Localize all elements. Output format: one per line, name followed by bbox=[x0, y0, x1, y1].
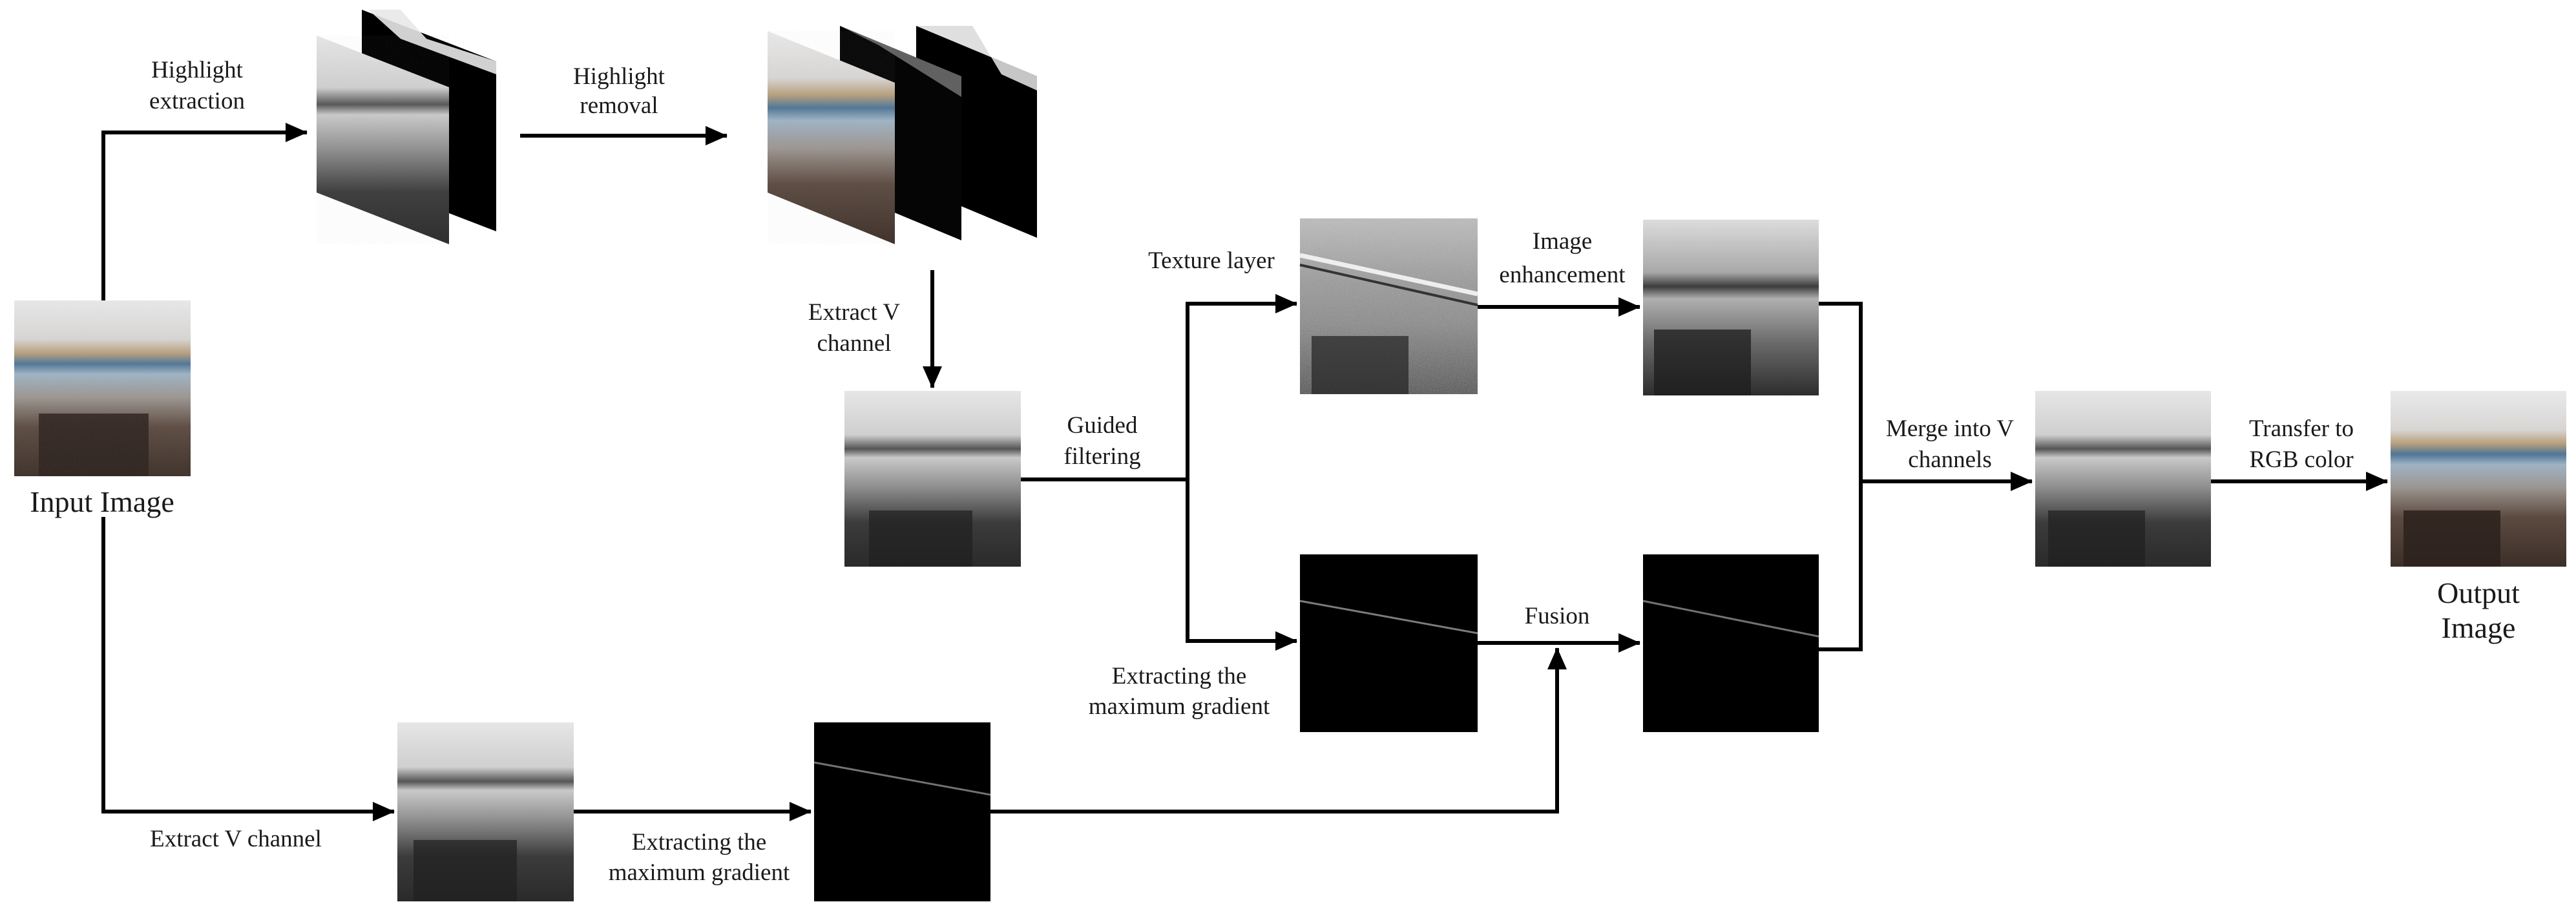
label-highlight-removal-line2: removal bbox=[580, 92, 658, 119]
label-merge-into-v-line2: channels bbox=[1908, 446, 1991, 473]
bottom-max-gradient-image bbox=[813, 722, 991, 901]
fusion-output-image bbox=[1642, 554, 1819, 732]
enhanced-image bbox=[1643, 220, 1819, 395]
label-guided-filtering-line2: filtering bbox=[1063, 443, 1140, 470]
label-image-enhancement-line2: enhancement bbox=[1499, 262, 1626, 288]
arrow-to-texture bbox=[1186, 294, 1297, 479]
bottom-v-channel-image bbox=[397, 722, 574, 901]
merged-v-image bbox=[2035, 391, 2211, 567]
label-output-image-line1: Output bbox=[2437, 576, 2520, 609]
label-highlight-extraction-line2: extraction bbox=[149, 88, 245, 114]
label-max-gradient-bottom-line2: maximum gradient bbox=[609, 859, 790, 886]
label-extract-v-top-line2: channel bbox=[817, 330, 891, 357]
label-highlight-extraction-line1: Highlight bbox=[151, 57, 244, 83]
highlight-extraction-stack bbox=[317, 10, 496, 244]
label-max-gradient-bottom-line1: Extracting the bbox=[632, 829, 767, 855]
v-channel-image bbox=[844, 391, 1021, 567]
label-transfer-rgb-line2: RGB color bbox=[2249, 446, 2353, 473]
label-extract-v-bottom: Extract V channel bbox=[150, 826, 322, 852]
output-image-thumbnail bbox=[2391, 391, 2566, 567]
label-highlight-removal-line1: Highlight bbox=[573, 63, 665, 90]
input-image-thumbnail bbox=[14, 300, 191, 476]
arrow-bottom-to-fusion bbox=[990, 647, 1567, 813]
arrow-input-to-highlight bbox=[101, 123, 308, 300]
max-gradient-image-mid bbox=[1299, 554, 1478, 732]
arrow-extract-v-bottom bbox=[101, 517, 395, 821]
label-merge-into-v-line1: Merge into V bbox=[1886, 415, 2014, 442]
label-transfer-rgb-line1: Transfer to bbox=[2249, 415, 2354, 442]
highlight-removal-stack bbox=[768, 26, 1037, 244]
label-input-image: Input Image bbox=[30, 485, 174, 518]
label-guided-filtering-line1: Guided bbox=[1067, 412, 1138, 439]
label-fusion: Fusion bbox=[1525, 603, 1590, 629]
label-max-gradient-mid-line2: maximum gradient bbox=[1089, 693, 1270, 720]
arrow-to-max-gradient-mid bbox=[1186, 479, 1297, 651]
label-extract-v-top-line1: Extract V bbox=[808, 299, 900, 326]
label-image-enhancement-line1: Image bbox=[1533, 228, 1592, 255]
label-texture-layer: Texture layer bbox=[1148, 247, 1275, 274]
label-max-gradient-mid-line1: Extracting the bbox=[1112, 663, 1247, 689]
texture-layer-image bbox=[1299, 218, 1478, 394]
flow-connectors bbox=[101, 123, 2388, 821]
line-enhanced-to-merge bbox=[1819, 302, 1863, 651]
label-output-image-line2: Image bbox=[2442, 611, 2516, 644]
